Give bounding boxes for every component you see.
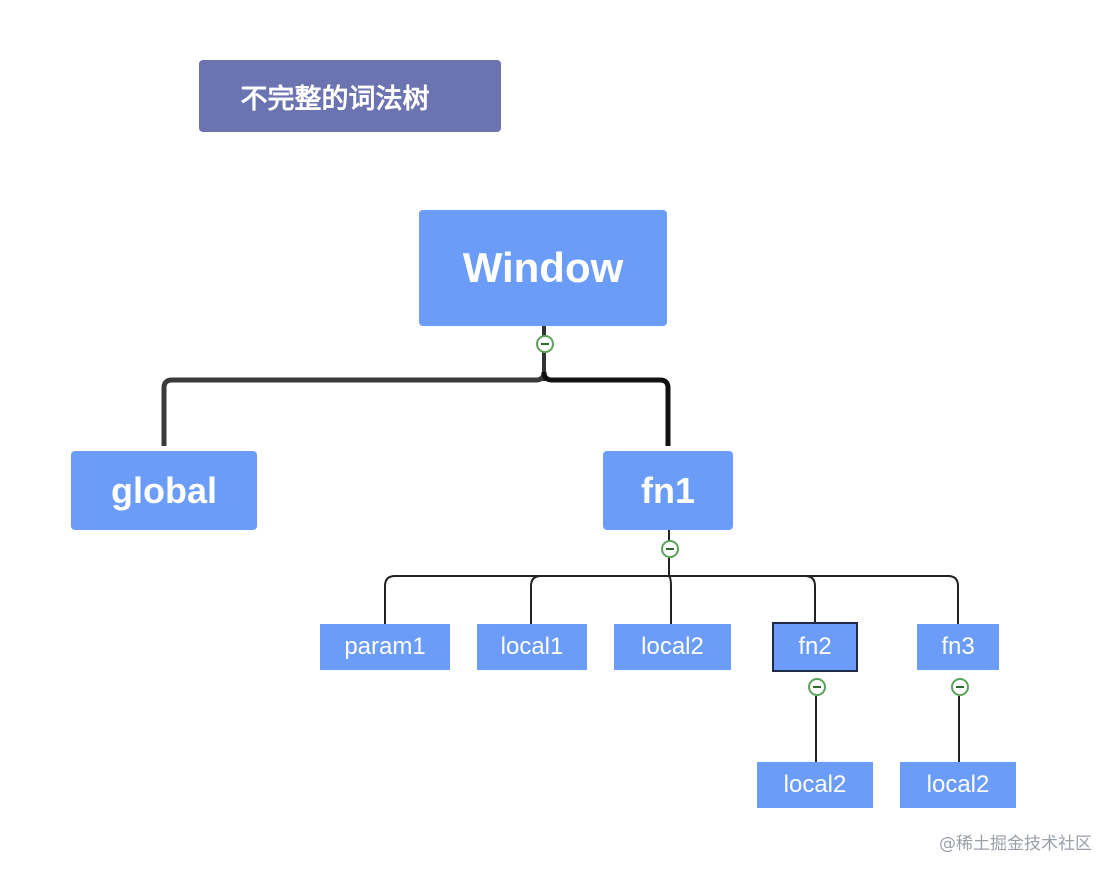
connector-fn1-local2 <box>668 575 672 624</box>
node-fn1[interactable]: fn1 <box>603 451 733 530</box>
connector-window-fn1 <box>541 371 671 446</box>
diagram-title: 不完整的词法树 <box>199 60 501 132</box>
minus-circle-icon <box>541 343 549 345</box>
collapse-fn3-button[interactable] <box>951 678 969 696</box>
watermark: @稀土掘金技术社区 <box>939 834 1092 854</box>
node-local1[interactable]: local1 <box>477 624 587 670</box>
collapse-fn2-button[interactable] <box>808 678 826 696</box>
connector-fn1-fn2 <box>804 575 816 622</box>
collapse-window-button[interactable] <box>536 335 554 353</box>
minus-circle-icon <box>956 686 964 688</box>
connector-window-global <box>161 371 547 446</box>
node-local2-fn3[interactable]: local2 <box>900 762 1016 808</box>
minus-circle-icon <box>813 686 821 688</box>
node-window[interactable]: Window <box>419 210 667 326</box>
node-fn3[interactable]: fn3 <box>917 624 999 670</box>
connector-fn1-local1 <box>530 575 542 624</box>
collapse-fn1-button[interactable] <box>661 540 679 558</box>
node-param1[interactable]: param1 <box>320 624 450 670</box>
node-global[interactable]: global <box>71 451 257 530</box>
connector-fn1-param1 <box>384 575 396 624</box>
connector-fn1-fn3 <box>947 575 959 624</box>
node-local2-fn1[interactable]: local2 <box>614 624 731 670</box>
node-local2-fn2[interactable]: local2 <box>757 762 873 808</box>
minus-circle-icon <box>666 548 674 550</box>
node-fn2[interactable]: fn2 <box>772 622 858 672</box>
